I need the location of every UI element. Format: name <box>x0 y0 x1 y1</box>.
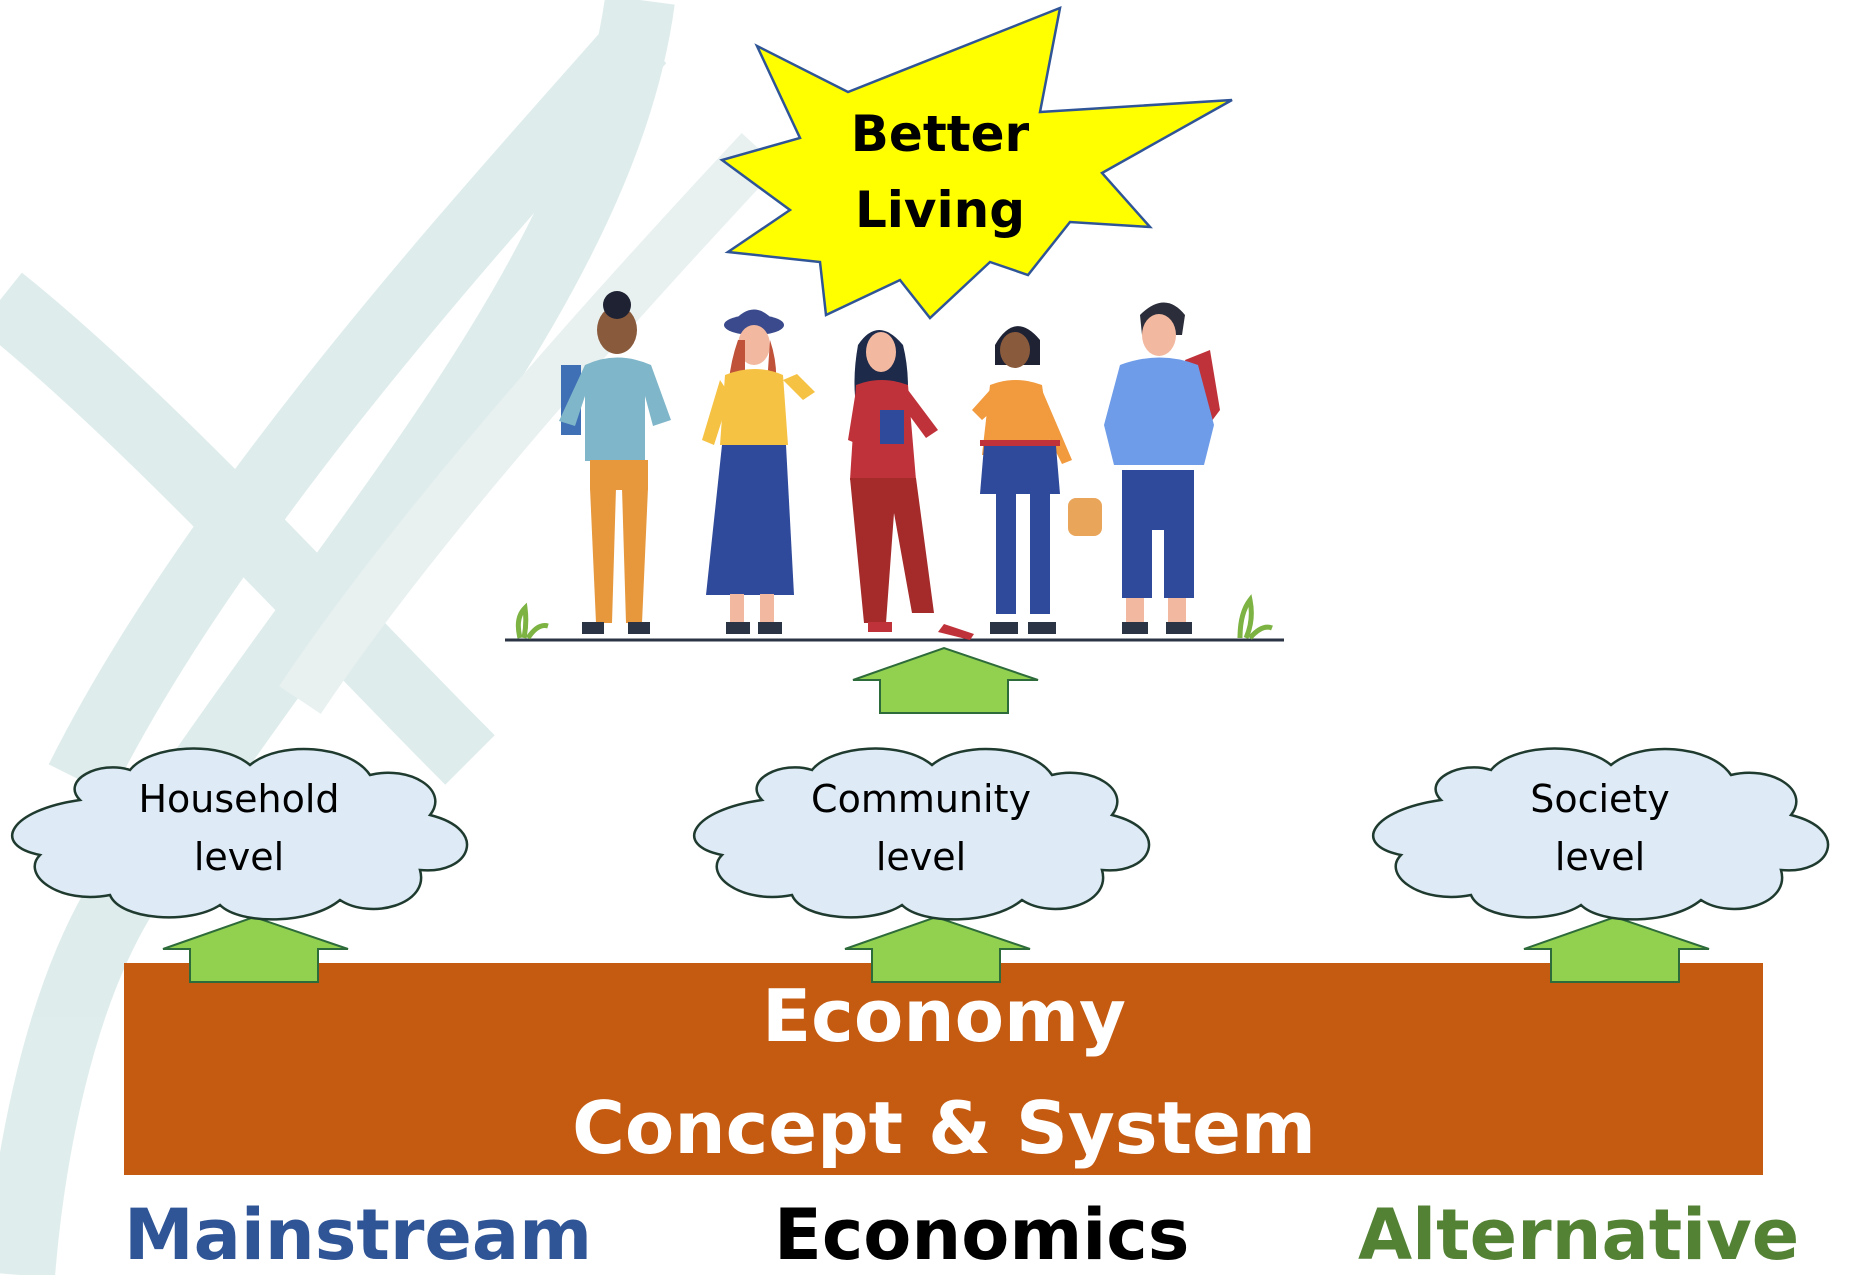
person-1 <box>559 291 671 634</box>
alternative-label: Alternative <box>1358 1194 1800 1276</box>
person-3 <box>848 330 974 640</box>
society-level-line2: level <box>1554 835 1646 879</box>
community-level-line1: Community <box>811 777 1031 821</box>
person-5 <box>1104 302 1220 634</box>
star-label: Better Living <box>810 96 1070 248</box>
cloud-community <box>693 747 1151 921</box>
economics-label: Economics <box>774 1194 1190 1276</box>
person-2 <box>702 309 815 634</box>
society-level-line1: Society <box>1530 777 1670 821</box>
economy-label-line1: Economy <box>761 974 1126 1058</box>
up-arrow-society-icon <box>1523 915 1710 983</box>
community-level-line2: level <box>875 835 967 879</box>
star-label-line2: Living <box>854 181 1026 239</box>
up-arrow-icon <box>852 646 1039 714</box>
mainstream-label: Mainstream <box>124 1194 593 1276</box>
people-group-illustration <box>505 291 1284 642</box>
household-level-line2: level <box>193 835 285 879</box>
cloud-household <box>11 747 469 921</box>
household-level-label: Household level <box>89 770 389 886</box>
background-swirl-light <box>279 132 779 714</box>
economy-bar <box>124 963 1763 1175</box>
household-level-line1: Household <box>138 777 340 821</box>
up-arrow-household-icon <box>162 915 349 983</box>
community-level-label: Community level <box>771 770 1071 886</box>
starburst-shape <box>719 5 1233 320</box>
society-level-label: Society level <box>1450 770 1750 886</box>
up-arrow-community-icon <box>844 915 1031 983</box>
star-label-line1: Better <box>850 105 1030 163</box>
person-4 <box>972 326 1102 634</box>
economy-label-line2: Concept & System <box>572 1086 1316 1170</box>
cloud-society <box>1372 747 1830 921</box>
economy-label: Economy Concept & System <box>344 960 1544 1184</box>
